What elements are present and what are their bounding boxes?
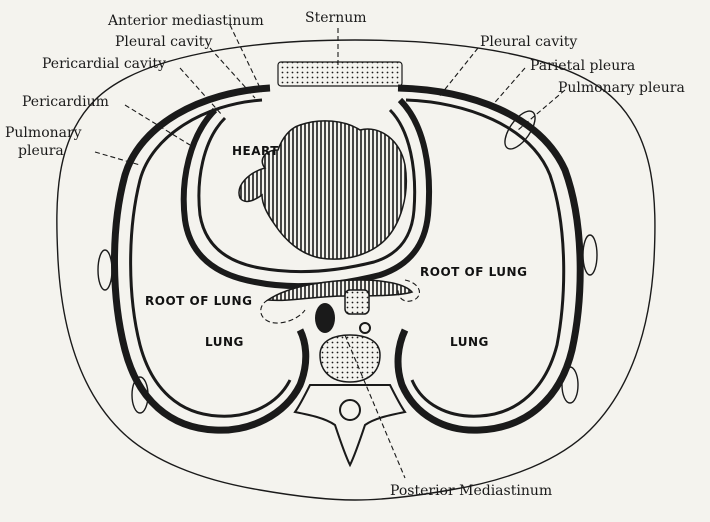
label-pleural-cavity-right: Pleural cavity [480,34,577,50]
label-pulmonary-pleura-left-2: pleura [18,143,64,159]
caption-heart: HEART [232,144,279,158]
caption-lung-left: LUNG [205,335,244,349]
rib-right-upper [582,234,598,276]
body-wall-outline [56,39,656,501]
label-pleural-cavity-left: Pleural cavity [115,34,212,50]
vertebral-body [319,334,381,383]
spinal-canal [339,399,361,421]
caption-lung-right: LUNG [450,335,489,349]
label-pulmonary-pleura-left-1: Pulmonary [5,125,82,141]
caption-root-of-lung-right: ROOT OF LUNG [420,265,527,279]
left-parietal-pleura [111,84,310,434]
caption-root-of-lung-left: ROOT OF LUNG [145,294,252,308]
label-pericardium: Pericardium [22,94,109,110]
leader-anterior-mediastinum [229,24,263,93]
leader-pericardium [124,104,191,146]
right-pulmonary-pleura [405,98,566,418]
sternum-bone [277,61,403,87]
pericardium-inner [197,108,417,274]
thoracic-duct [359,322,371,334]
label-parietal-pleura: Parietal pleura [530,58,635,74]
rib-left-lower [131,376,149,414]
leader-pulmonary-pleura-right [517,89,566,131]
right-parietal-pleura [394,84,584,434]
heart [238,120,408,260]
esophagus [344,289,370,315]
label-pericardial-cavity: Pericardial cavity [42,56,166,72]
label-sternum: Sternum [305,10,367,26]
root-outline-left [260,299,306,324]
left-pulmonary-pleura [129,98,292,418]
rib-right-lower [561,366,579,404]
aorta [315,303,335,333]
leader-pericardial-cavity [179,67,223,116]
label-anterior-mediastinum: Anterior mediastinum [107,13,264,29]
root-outline-right [397,279,421,302]
leader-posterior-mediastinum [344,334,406,479]
leader-parietal-pleura [489,67,526,109]
vertebral-arch [293,384,407,468]
leader-pleural-cavity-left [209,47,256,99]
rib-right-front [504,110,536,150]
rib-left-upper [97,249,113,291]
root-of-lung-band [265,279,414,302]
label-pulmonary-pleura-right: Pulmonary pleura [558,80,685,96]
label-posterior-mediastinum: Posterior Mediastinum [390,483,552,499]
leader-pleural-cavity-right [437,47,479,99]
